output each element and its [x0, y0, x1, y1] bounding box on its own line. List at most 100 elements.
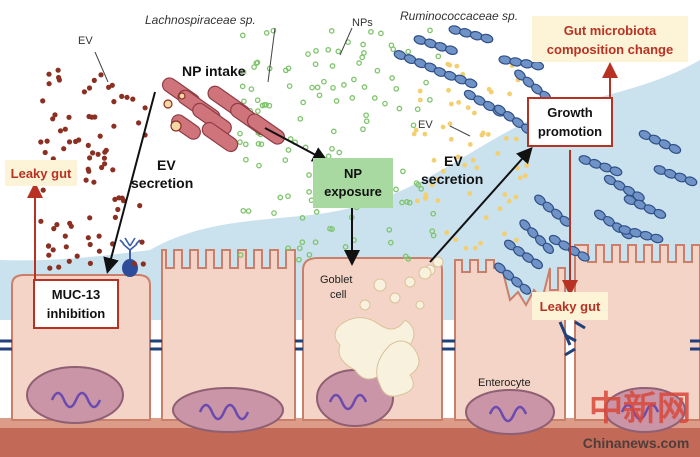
- goblet-granules: [334, 264, 436, 397]
- particle: [480, 130, 486, 136]
- particle: [455, 154, 461, 160]
- particle: [313, 47, 319, 54]
- particle: [239, 32, 246, 39]
- particle: [440, 168, 446, 174]
- arrow-ev-secretion-left: [103, 91, 156, 274]
- particle: [99, 164, 105, 171]
- particle: [136, 120, 142, 126]
- particle: [473, 245, 478, 251]
- particle: [66, 139, 73, 145]
- particle: [259, 102, 266, 109]
- gut-microbiota-box: [532, 16, 688, 62]
- particle: [313, 209, 320, 215]
- bacterium-segment: [530, 61, 545, 71]
- particle: [427, 27, 433, 34]
- label-ruminococcaceae: Ruminococcaceae sp.: [400, 9, 518, 23]
- particle: [50, 116, 56, 122]
- particle: [336, 149, 343, 156]
- particle: [325, 46, 332, 53]
- label-ev-secretion-left-1: EV: [157, 157, 176, 173]
- particle: [137, 203, 143, 209]
- particle: [399, 199, 405, 206]
- particle: [142, 105, 148, 111]
- particle: [112, 196, 118, 202]
- particle: [413, 180, 420, 186]
- bacterium-segment: [577, 251, 590, 262]
- particle: [96, 248, 102, 254]
- particle: [363, 118, 370, 125]
- particle: [507, 91, 512, 97]
- particle: [454, 63, 460, 69]
- muc13-box: [33, 279, 119, 329]
- particle: [371, 95, 378, 101]
- particle: [414, 106, 421, 113]
- particle: [330, 84, 336, 91]
- muc13-text-2: inhibition: [47, 306, 106, 321]
- particle: [256, 162, 262, 169]
- particle: [524, 163, 530, 168]
- bacterium-segment: [519, 283, 532, 295]
- particle: [300, 99, 307, 106]
- particle: [270, 27, 277, 34]
- particle: [513, 136, 519, 142]
- particle: [360, 126, 366, 133]
- particle: [368, 28, 374, 35]
- particle: [103, 147, 109, 153]
- tissue-base: [0, 425, 700, 457]
- label-enterocyte: Enterocyte: [478, 377, 531, 389]
- bacterium-segment: [530, 258, 544, 270]
- particle: [46, 71, 52, 77]
- label-ev-left: EV: [78, 35, 93, 47]
- particle: [285, 65, 292, 72]
- particle: [42, 149, 48, 156]
- lachnospiraceae-bacteria: [161, 77, 286, 153]
- particle: [285, 147, 292, 153]
- particle: [258, 141, 265, 148]
- particle: [89, 114, 95, 120]
- particle: [462, 162, 468, 168]
- particle: [413, 127, 419, 133]
- particle: [378, 30, 384, 37]
- gut-microbiota-text-1: Gut microbiota: [564, 23, 657, 38]
- particle: [478, 240, 483, 246]
- particle: [312, 61, 319, 68]
- particle: [447, 62, 453, 68]
- particle: [333, 98, 340, 104]
- particle: [406, 199, 413, 206]
- particle: [467, 142, 473, 147]
- particle: [61, 146, 67, 152]
- bacterium-segment: [480, 33, 494, 44]
- particle: [321, 78, 327, 85]
- watermark-cn: 中新网: [589, 390, 691, 428]
- particle: [351, 76, 357, 83]
- label-ev-mid: EV: [418, 119, 433, 131]
- particle: [359, 54, 366, 61]
- particle: [423, 79, 429, 86]
- particle: [342, 244, 349, 250]
- leaky-gut-left-box: [5, 160, 77, 186]
- muc13-text-1: MUC-13: [52, 287, 100, 302]
- particle: [124, 94, 130, 100]
- label-ev-secretion-right-1: EV: [444, 153, 463, 169]
- released-mucus: [418, 256, 444, 280]
- particle: [430, 232, 437, 239]
- particle: [56, 264, 62, 270]
- particle: [96, 233, 102, 239]
- particle: [255, 108, 261, 114]
- growth-promotion-text-1: Growth: [547, 105, 593, 120]
- particle: [87, 155, 93, 161]
- particle: [46, 252, 52, 258]
- particle: [427, 96, 433, 103]
- particle: [449, 101, 454, 107]
- particle: [87, 241, 93, 248]
- particle: [404, 199, 410, 205]
- particle: [447, 121, 453, 127]
- particle: [435, 176, 440, 182]
- particle: [101, 155, 107, 161]
- particle: [111, 123, 117, 129]
- bacterium-segment: [542, 242, 554, 254]
- np-exposure-text-1: NP: [344, 166, 362, 181]
- particle: [63, 244, 69, 250]
- bacterium-segment: [464, 78, 478, 89]
- leaky-gut-left-text: Leaky gut: [11, 166, 72, 181]
